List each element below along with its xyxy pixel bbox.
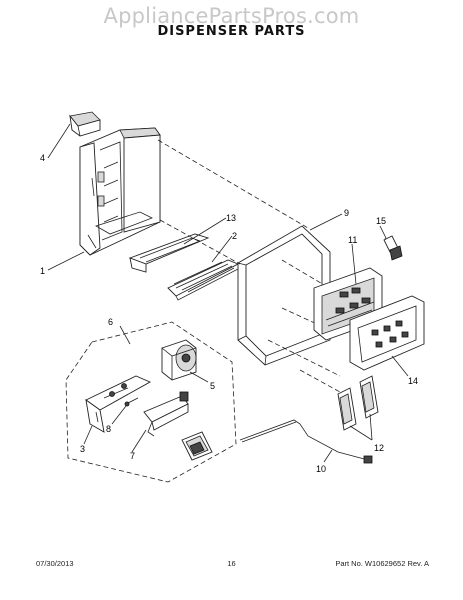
solenoid-block[interactable] bbox=[181, 431, 213, 461]
callout-12: 12 bbox=[374, 443, 384, 453]
part-8-screw[interactable] bbox=[124, 397, 139, 407]
part-6-assembly-boundary bbox=[65, 321, 237, 483]
callout-14: 14 bbox=[408, 376, 418, 386]
callout-7: 7 bbox=[130, 451, 135, 461]
part-14-control-panel[interactable] bbox=[349, 295, 425, 371]
callout-9: 9 bbox=[344, 208, 349, 218]
callout-15: 15 bbox=[376, 216, 386, 226]
callout-6: 6 bbox=[108, 317, 113, 327]
part-12-paddles[interactable] bbox=[337, 375, 379, 431]
callout-10: 10 bbox=[316, 464, 326, 474]
part-5-motor[interactable] bbox=[161, 339, 197, 381]
part-3-bracket[interactable] bbox=[85, 375, 152, 433]
callout-4: 4 bbox=[40, 153, 45, 163]
footer-page-number: 16 bbox=[227, 559, 236, 568]
callout-13: 13 bbox=[226, 213, 236, 223]
part-10-heater-wire[interactable] bbox=[239, 419, 373, 464]
site-watermark: AppliancePartsPros.com bbox=[103, 4, 360, 28]
callout-2: 2 bbox=[232, 231, 237, 241]
part-15-connector[interactable] bbox=[383, 235, 403, 261]
callout-3: 3 bbox=[80, 444, 85, 454]
callout-8: 8 bbox=[106, 424, 111, 434]
part-1-housing[interactable] bbox=[79, 127, 161, 256]
callout-leaders bbox=[47, 123, 409, 463]
callout-5: 5 bbox=[210, 381, 215, 391]
part-2-drip-grille[interactable] bbox=[167, 259, 241, 301]
page-title: DISPENSER PARTS bbox=[157, 24, 306, 39]
footer-date: 07/30/2013 bbox=[36, 559, 74, 568]
part-4-cup[interactable] bbox=[69, 111, 101, 137]
callout-11: 11 bbox=[348, 235, 357, 245]
part-9-frame[interactable] bbox=[237, 225, 331, 366]
part-7-actuator[interactable] bbox=[143, 391, 189, 437]
footer-part-number: Part No. W10629652 Rev. A bbox=[335, 559, 429, 568]
callout-1: 1 bbox=[40, 266, 45, 276]
